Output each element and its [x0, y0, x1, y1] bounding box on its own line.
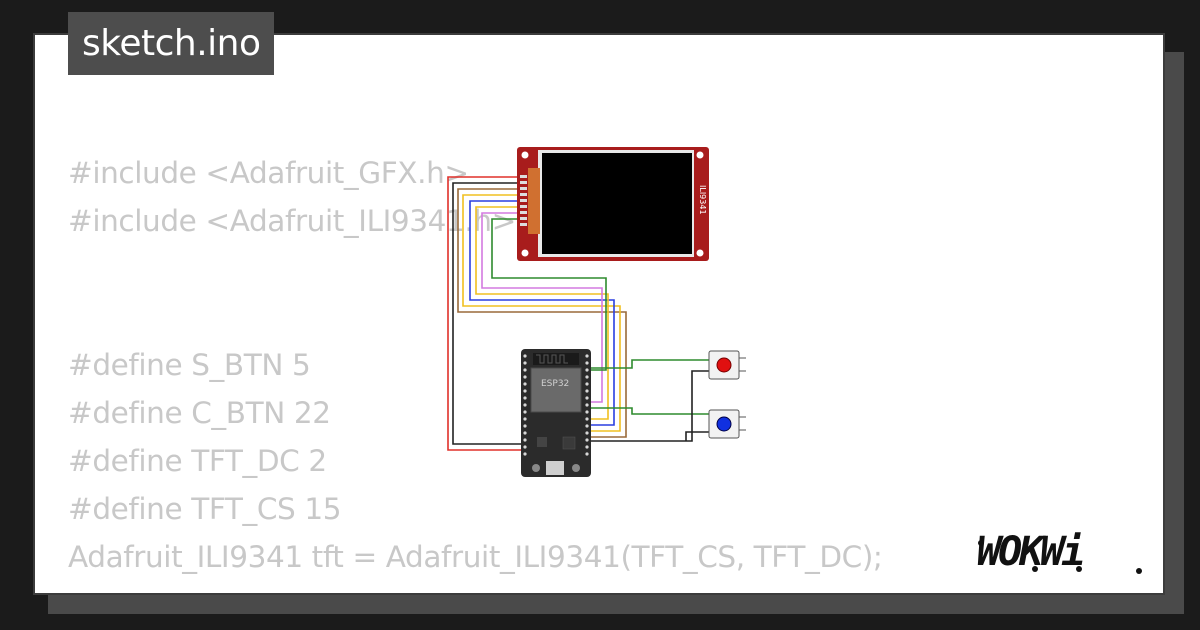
- code-line: #define C_BTN 22: [68, 396, 331, 430]
- wire-black: [452, 182, 525, 445]
- button-cap-red[interactable]: [716, 357, 732, 373]
- wires: [447, 176, 712, 451]
- wire-red: [447, 176, 525, 451]
- file-tab[interactable]: sketch.ino: [68, 12, 275, 75]
- display-label: ILI9341: [698, 185, 707, 215]
- wire-yellow: [462, 194, 621, 432]
- wire-brown: [457, 188, 627, 438]
- button-cap-blue[interactable]: [716, 416, 732, 432]
- esp32-board[interactable]: ESP32: [521, 349, 591, 477]
- wire-violet: [481, 212, 603, 403]
- tft-display[interactable]: ILI9341: [517, 147, 709, 261]
- wokwi-logo-text: WOKWi: [977, 529, 1083, 575]
- code-line: #include <Adafruit_GFX.h>: [68, 156, 469, 190]
- wire-green: [491, 218, 607, 371]
- wire-green-btn2: [590, 407, 712, 415]
- pushbutton-blue[interactable]: [708, 409, 746, 439]
- wire-yellow-2: [475, 206, 609, 420]
- mcu-label: ESP32: [541, 379, 569, 389]
- wire-black-btn2: [685, 431, 712, 441]
- code-line: #define TFT_CS 15: [68, 492, 342, 526]
- wire-black-btn: [590, 370, 712, 442]
- pushbutton-red[interactable]: [708, 350, 746, 380]
- code-line: #define S_BTN 5: [68, 348, 311, 382]
- wire-blue: [469, 200, 615, 426]
- code-line: #include <Adafruit_ILI9341.h>: [68, 204, 516, 238]
- wokwi-logo[interactable]: WOKWi: [975, 525, 1151, 581]
- wire-green-btn1: [590, 359, 712, 369]
- project-card[interactable]: [33, 33, 1165, 595]
- code-line: #define TFT_DC 2: [68, 444, 327, 478]
- code-line: Adafruit_ILI9341 tft = Adafruit_ILI9341(…: [68, 540, 883, 574]
